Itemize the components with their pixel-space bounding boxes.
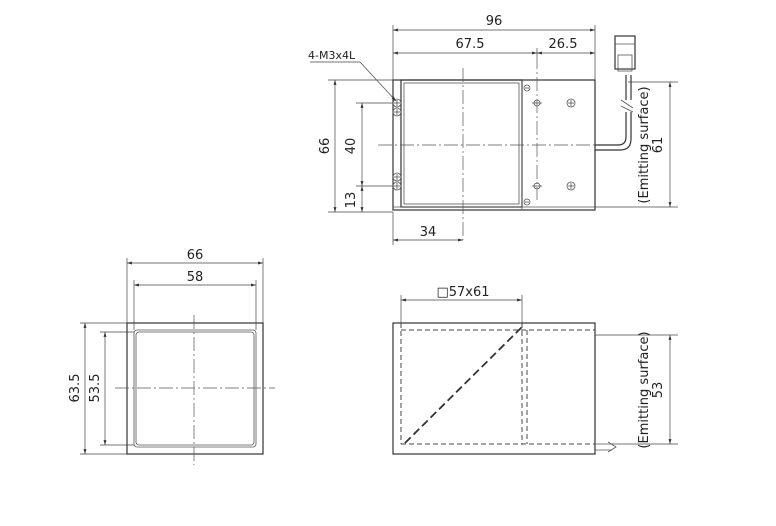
front-view: 66 58 63.5 53.5: [68, 248, 275, 465]
front-view-window-outer: [133, 329, 257, 448]
dim-height: 66: [318, 138, 333, 155]
front-view-body: [126, 322, 264, 455]
screw-icon: [392, 172, 402, 182]
dim-side-window: □57x61: [436, 285, 489, 300]
side-view: □57x61 53 (Emitting surface): [392, 285, 678, 455]
screw-icon: [523, 84, 531, 92]
screw-icon: [523, 198, 531, 206]
dim-front-window-width: 58: [187, 270, 204, 285]
top-view-window: [400, 79, 523, 208]
dim-front-window-height: 53.5: [88, 374, 103, 403]
side-view-mirror-diagonal: [404, 326, 523, 444]
mount-hole-icon: [532, 182, 542, 190]
mount-hole-icon: [566, 181, 576, 191]
cable-exit-icon: [595, 441, 617, 453]
emitting-surface-label-side: (Emitting surface): [637, 331, 652, 448]
dim-front-outer-width: 66: [187, 248, 204, 263]
screw-icon: [392, 98, 402, 108]
mount-hole-icon: [532, 99, 542, 107]
dim-connector-offset: 26.5: [549, 37, 578, 52]
dim-screw-note: 4-M3x4L: [308, 49, 356, 62]
dim-emitting-surface-side: 53: [651, 382, 666, 399]
dim-emitting-surface-top: 61: [651, 137, 666, 154]
screw-icon: [392, 107, 402, 117]
dim-screw-offset: 13: [344, 192, 359, 209]
emitting-surface-label-top: (Emitting surface): [637, 86, 652, 203]
dim-housing-width: 67.5: [456, 37, 485, 52]
dim-overall-width: 96: [486, 14, 503, 29]
top-view: 96 67.5 26.5 4-M3x4L 66 40 13 34 61: [308, 14, 678, 245]
dim-screw-pitch: 40: [344, 138, 359, 155]
side-view-body: [392, 322, 596, 455]
screw-icon: [392, 181, 402, 191]
front-view-window: [135, 331, 255, 446]
cable-connector-icon: [595, 35, 636, 151]
dim-center-offset: 34: [420, 225, 437, 240]
mount-hole-icon: [566, 98, 576, 108]
top-view-window-inner: [403, 82, 520, 205]
dim-front-outer-height: 63.5: [68, 374, 83, 403]
